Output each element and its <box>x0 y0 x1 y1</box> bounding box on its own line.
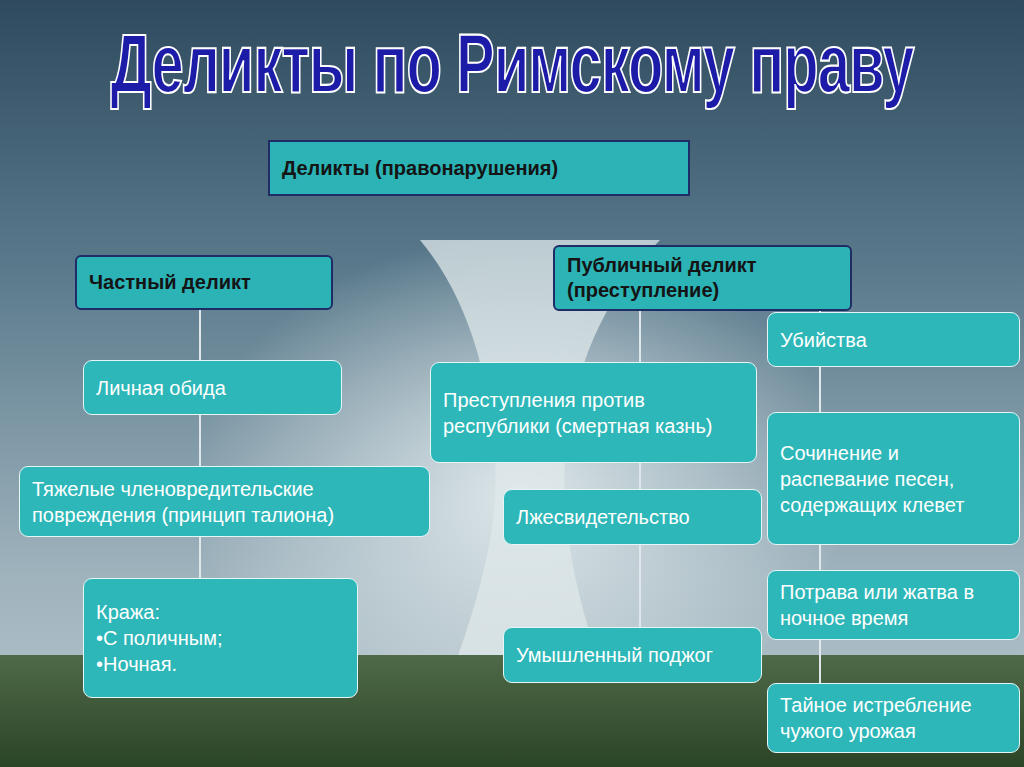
crime-box: Убийства <box>767 312 1020 367</box>
crime-box: Умышленный поджог <box>503 627 762 683</box>
delict-box: Личная обида <box>83 360 342 415</box>
box-text: Публичный деликт (преступление) <box>567 253 838 303</box>
delict-box: Кража:•С поличным;•Ночная. <box>83 578 358 698</box>
slide-title: Деликты по Римскому праву <box>0 14 1024 111</box>
box-text: •С поличным; <box>96 625 345 651</box>
box-text: Преступления против республики (смертная… <box>443 387 744 439</box>
branch-box: Публичный деликт (преступление) <box>553 245 852 311</box>
box-text: Личная обида <box>96 375 329 401</box>
box-text: Лжесвидетельство <box>516 504 749 530</box>
box-text: Умышленный поджог <box>516 642 749 668</box>
connector-line <box>199 415 201 466</box>
box-text: Убийства <box>780 327 1007 353</box>
connector-line <box>819 545 821 570</box>
box-text: Потрава или жатва в ночное время <box>780 579 1007 631</box>
box-text: Частный деликт <box>89 270 319 295</box>
connector-line <box>199 310 201 360</box>
crime-box: Тайное истребление чужого урожая <box>767 683 1020 753</box>
box-text: •Ночная. <box>96 651 345 677</box>
connector-line <box>639 545 641 627</box>
box-text: Кража: <box>96 599 345 625</box>
crime-box: Сочинение и распевание песен, содержащих… <box>767 412 1020 545</box>
main-box: Деликты (правонарушения) <box>268 140 690 196</box>
delict-box: Тяжелые членовредительские повреждения (… <box>19 466 430 537</box>
connector-line <box>199 537 201 578</box>
box-text: Сочинение и распевание песен, содержащих… <box>780 440 1007 518</box>
crime-box: Лжесвидетельство <box>503 489 762 545</box>
connector-line <box>819 640 821 683</box>
box-text: Тайное истребление чужого урожая <box>780 692 1007 744</box>
connector-line <box>639 311 641 362</box>
box-text: Деликты (правонарушения) <box>282 156 676 181</box>
box-text: Тяжелые членовредительские повреждения (… <box>32 476 417 528</box>
crime-box: Преступления против республики (смертная… <box>430 362 757 463</box>
connector-line <box>819 367 821 412</box>
crime-box: Потрава или жатва в ночное время <box>767 570 1020 640</box>
branch-box: Частный деликт <box>75 255 333 310</box>
connector-line <box>639 463 641 489</box>
